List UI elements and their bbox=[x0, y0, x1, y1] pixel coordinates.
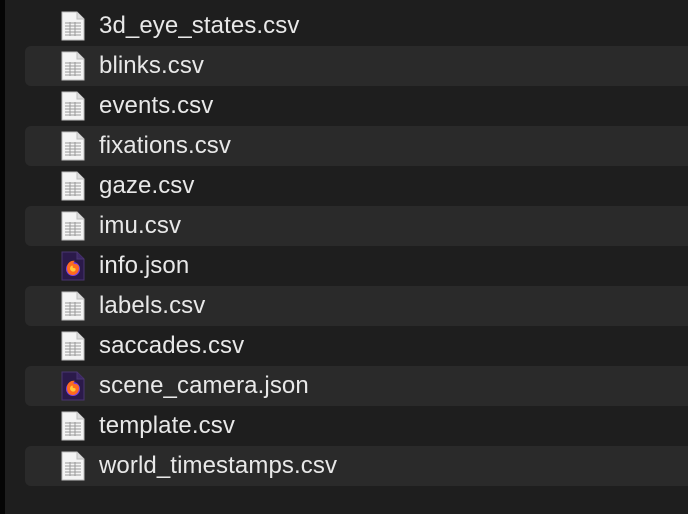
file-name: saccades.csv bbox=[99, 332, 245, 359]
file-name: labels.csv bbox=[99, 292, 206, 319]
file-row[interactable]: world_timestamps.csv bbox=[25, 446, 688, 486]
file-row[interactable]: info.json bbox=[25, 246, 688, 286]
file-list: 3d_eye_states.csv blinks.csv events.csv … bbox=[5, 6, 688, 486]
file-row[interactable]: fixations.csv bbox=[25, 126, 688, 166]
file-name: imu.csv bbox=[99, 212, 182, 239]
file-name: template.csv bbox=[99, 412, 235, 439]
file-name: info.json bbox=[99, 252, 190, 279]
csv-file-icon bbox=[61, 91, 85, 121]
file-name: gaze.csv bbox=[99, 172, 195, 199]
csv-file-icon bbox=[61, 131, 85, 161]
file-row[interactable]: gaze.csv bbox=[25, 166, 688, 206]
file-name: world_timestamps.csv bbox=[99, 452, 338, 479]
csv-file-icon bbox=[61, 11, 85, 41]
file-name: 3d_eye_states.csv bbox=[99, 12, 300, 39]
csv-file-icon bbox=[61, 451, 85, 481]
file-row[interactable]: labels.csv bbox=[25, 286, 688, 326]
window-left-border bbox=[0, 0, 5, 514]
file-name: fixations.csv bbox=[99, 132, 232, 159]
firefox-json-file-icon bbox=[61, 251, 85, 281]
file-row[interactable]: saccades.csv bbox=[25, 326, 688, 366]
file-row[interactable]: scene_camera.json bbox=[25, 366, 688, 406]
csv-file-icon bbox=[61, 171, 85, 201]
file-name: events.csv bbox=[99, 92, 214, 119]
file-name: scene_camera.json bbox=[99, 372, 309, 399]
file-row[interactable]: blinks.csv bbox=[25, 46, 688, 86]
csv-file-icon bbox=[61, 51, 85, 81]
file-row[interactable]: 3d_eye_states.csv bbox=[25, 6, 688, 46]
file-row[interactable]: template.csv bbox=[25, 406, 688, 446]
firefox-json-file-icon bbox=[61, 371, 85, 401]
file-row[interactable]: events.csv bbox=[25, 86, 688, 126]
file-row[interactable]: imu.csv bbox=[25, 206, 688, 246]
csv-file-icon bbox=[61, 291, 85, 321]
csv-file-icon bbox=[61, 411, 85, 441]
csv-file-icon bbox=[61, 211, 85, 241]
csv-file-icon bbox=[61, 331, 85, 361]
file-name: blinks.csv bbox=[99, 52, 205, 79]
